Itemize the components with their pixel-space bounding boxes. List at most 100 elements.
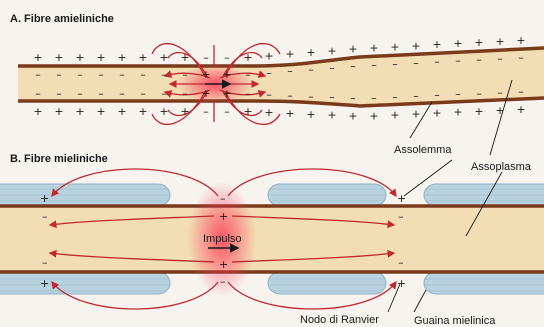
inner-top-charge: – (287, 65, 293, 78)
node1-bottom-plus: + (40, 277, 49, 290)
outer-top-charge: + (159, 51, 168, 64)
inner-top-charge: + (201, 68, 210, 81)
section-a-title: A. Fibre amieliniche (10, 13, 114, 25)
myelinated-axoplasm (0, 206, 544, 272)
node3-bottom-minus: – (398, 256, 404, 269)
outer-bottom-charge: + (327, 109, 336, 122)
node2-bottom-plus: + (219, 258, 228, 271)
node1-bottom-minus: – (42, 256, 48, 269)
inner-bottom-charge: – (413, 90, 419, 103)
outer-bottom-charge: + (33, 105, 42, 118)
outer-top-charge: – (203, 51, 209, 64)
outer-bottom-charge: + (180, 105, 189, 118)
inner-top-charge: – (56, 68, 62, 81)
outer-bottom-charge: + (453, 106, 462, 119)
outer-bottom-charge: + (348, 110, 357, 123)
inner-top-charge: – (392, 57, 398, 70)
inner-top-charge: – (476, 53, 482, 66)
outer-bottom-charge: + (306, 108, 315, 121)
outer-top-charge: + (33, 51, 42, 64)
outer-top-charge: + (75, 51, 84, 64)
node3-top-minus: – (398, 210, 404, 223)
inner-bottom-charge: – (308, 90, 314, 103)
inner-top-charge: – (455, 54, 461, 67)
inner-top-charge: – (98, 68, 104, 81)
inner-bottom-charge: – (182, 87, 188, 100)
assoplasma-label: Assoplasma (471, 161, 532, 173)
inner-top-charge: – (497, 52, 503, 65)
inner-top-charge: – (161, 68, 167, 81)
node1-top-minus: – (42, 210, 48, 223)
guaina-leader (414, 290, 426, 312)
inner-top-charge: – (371, 58, 377, 71)
section-b-title: B. Fibre mieliniche (10, 153, 108, 165)
outer-top-charge: – (224, 51, 230, 64)
outer-top-charge: + (411, 39, 420, 52)
node2-top-plus: + (219, 210, 228, 223)
inner-top-charge: – (119, 68, 125, 81)
impulse-label: Impulso (203, 233, 242, 245)
outer-bottom-charge: + (54, 105, 63, 118)
outer-top-charge: + (180, 51, 189, 64)
outer-top-charge: + (390, 40, 399, 53)
node2-bottom-minus: – (220, 275, 226, 288)
node1-top-plus: + (40, 192, 49, 205)
outer-top-charge: + (96, 51, 105, 64)
outer-top-charge: + (285, 48, 294, 61)
inner-top-charge: – (350, 60, 356, 73)
inner-top-charge: – (413, 56, 419, 69)
guaina-label: Guaina mielinica (414, 315, 496, 327)
inner-top-charge: – (329, 61, 335, 74)
outer-top-charge: + (516, 34, 525, 47)
outer-top-charge: + (243, 51, 252, 64)
inner-bottom-charge: – (476, 87, 482, 100)
inner-bottom-charge: – (392, 90, 398, 103)
outer-top-charge: + (369, 41, 378, 54)
inner-bottom-charge: – (98, 87, 104, 100)
inner-bottom-charge: – (161, 87, 167, 100)
outer-bottom-charge: + (264, 106, 273, 119)
outer-bottom-charge: + (159, 105, 168, 118)
inner-bottom-charge: – (455, 88, 461, 101)
inner-bottom-charge: + (201, 87, 210, 100)
outer-bottom-charge: + (516, 103, 525, 116)
inner-bottom-charge: – (266, 88, 272, 101)
outer-top-charge: + (264, 49, 273, 62)
inner-top-charge: – (140, 68, 146, 81)
outer-top-charge: + (348, 43, 357, 56)
inner-bottom-charge: – (497, 86, 503, 99)
inner-bottom-charge: – (434, 89, 440, 102)
outer-bottom-charge: + (369, 109, 378, 122)
outer-bottom-charge: + (75, 105, 84, 118)
inner-top-charge: – (35, 68, 41, 81)
inner-top-charge: – (308, 63, 314, 76)
outer-bottom-charge: – (203, 105, 209, 118)
outer-bottom-charge: + (411, 108, 420, 121)
outer-top-charge: + (306, 46, 315, 59)
inner-bottom-charge: – (371, 91, 377, 104)
inner-bottom-charge: – (35, 87, 41, 100)
outer-top-charge: + (327, 44, 336, 57)
node2-top-minus: – (220, 192, 226, 205)
outer-top-charge: + (117, 51, 126, 64)
nodo-label: Nodo di Ranvier (300, 314, 379, 326)
inner-bottom-charge: – (518, 85, 524, 98)
inner-bottom-charge: – (245, 87, 251, 100)
inner-top-charge: + (222, 68, 231, 81)
inner-top-charge: – (518, 51, 524, 64)
outer-top-charge: + (54, 51, 63, 64)
inner-bottom-charge: – (77, 87, 83, 100)
outer-bottom-charge: + (390, 108, 399, 121)
inner-top-charge: – (266, 66, 272, 79)
outer-top-charge: + (432, 38, 441, 51)
outer-bottom-charge: + (474, 105, 483, 118)
node3-top-plus: + (397, 192, 406, 205)
inner-bottom-charge: – (287, 89, 293, 102)
inner-bottom-charge: – (329, 91, 335, 104)
outer-bottom-charge: + (138, 105, 147, 118)
outer-bottom-charge: + (243, 105, 252, 118)
inner-bottom-charge: – (119, 87, 125, 100)
inner-bottom-charge: – (350, 92, 356, 105)
outer-bottom-charge: + (285, 107, 294, 120)
